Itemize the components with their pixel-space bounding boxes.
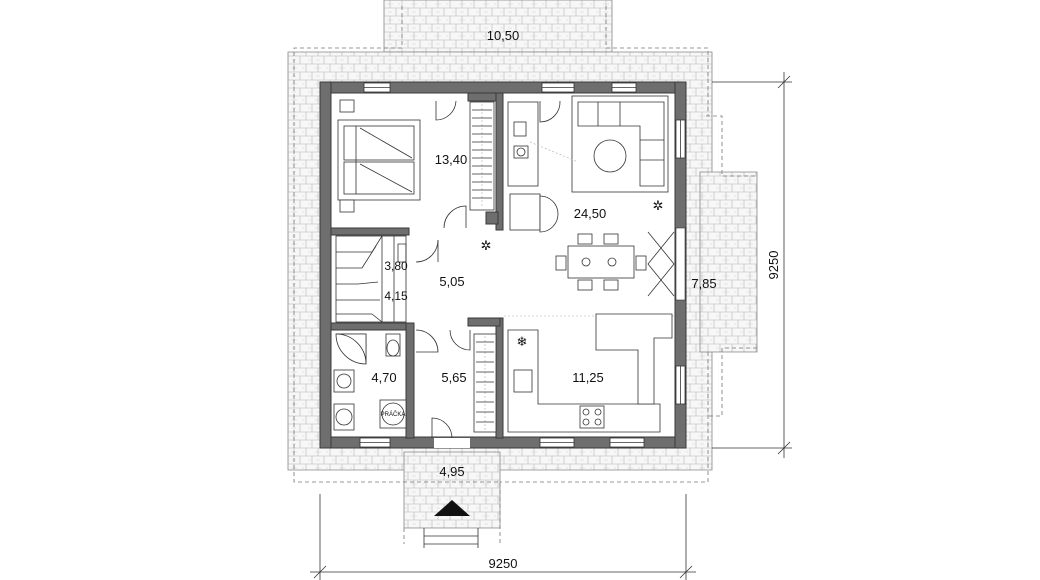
doors	[415, 100, 675, 439]
double-bed	[337, 99, 421, 213]
kitchen-units: ❄	[507, 313, 673, 433]
plant-icon-hall: ✲	[481, 238, 492, 253]
dimension-height: 9250	[712, 72, 792, 458]
width-dimension-text: 9250	[489, 556, 518, 571]
entrance-arrow-icon	[434, 500, 470, 516]
wardrobe	[469, 101, 495, 211]
label-terrace-north: 10,50	[487, 28, 520, 43]
windows	[359, 82, 686, 448]
dining-table	[555, 233, 647, 291]
bathroom-fixtures: PRÁČKA	[333, 333, 407, 431]
armchair	[509, 193, 559, 233]
label-stair-small: 3,80	[384, 259, 408, 273]
label-living: 24,50	[574, 206, 607, 221]
plants: ✲ ✲	[481, 198, 664, 253]
height-dimension-text: 9250	[766, 251, 781, 280]
dimension-width: 9250	[310, 494, 696, 580]
label-entry: 5,65	[441, 370, 466, 385]
staircase	[335, 235, 407, 323]
label-terrace-east: 7,85	[691, 276, 716, 291]
porch-steps	[423, 528, 479, 548]
room-labels: 10,50 13,40 24,50 3,80 4,15 5,05 7,85 4,…	[371, 28, 716, 479]
plant-icon: ✲	[653, 198, 664, 213]
label-porch: 4,95	[439, 464, 464, 479]
washing-machine-label: PRÁČKA	[381, 411, 406, 418]
label-stair: 4,15	[384, 289, 408, 303]
kitchenette-counter	[507, 101, 539, 187]
label-bedroom: 13,40	[435, 152, 468, 167]
entry-wardrobe	[473, 333, 497, 433]
label-hall: 5,05	[439, 274, 464, 289]
fridge-icon: ❄	[517, 334, 528, 349]
label-kitchen: 11,25	[572, 370, 604, 385]
sofa	[571, 95, 669, 193]
label-bathroom: 4,70	[371, 370, 396, 385]
